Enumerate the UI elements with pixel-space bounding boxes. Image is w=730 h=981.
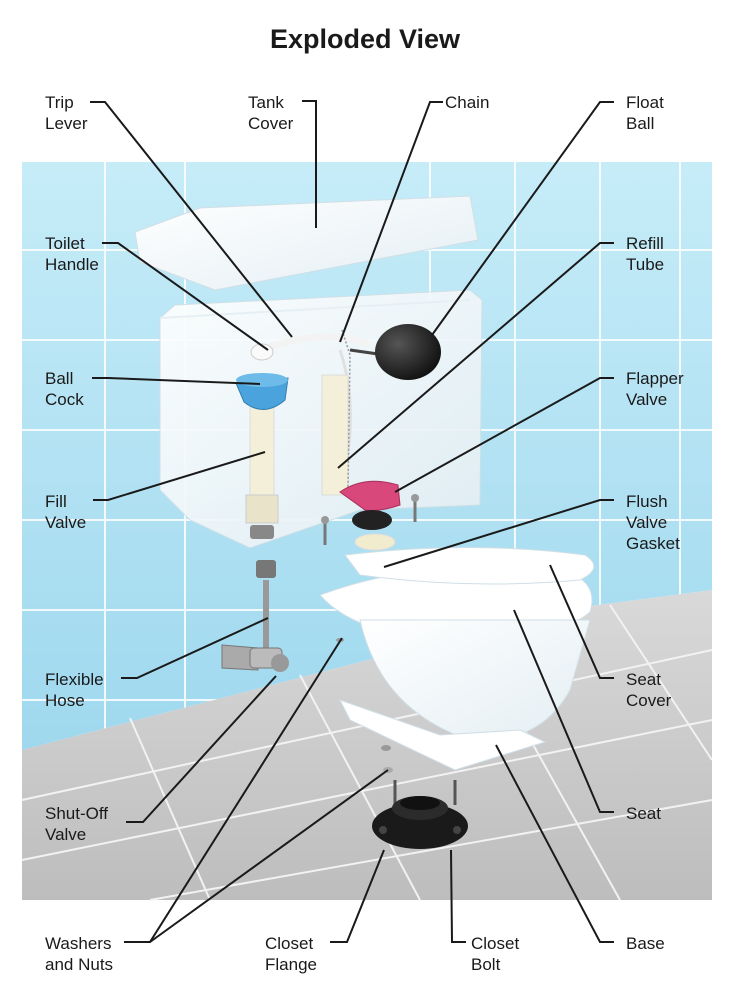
label-chain: Chain (445, 93, 490, 112)
float-ball (349, 324, 441, 380)
label-base: Base (626, 934, 665, 953)
label-seat: Seat (626, 804, 661, 823)
tank-bolts (321, 494, 419, 545)
toilet-bowl (319, 547, 595, 771)
leader-lines (90, 100, 614, 943)
flapper-valve (339, 480, 401, 551)
closet-flange (372, 780, 468, 849)
water-supply (221, 560, 289, 672)
fill-valve (245, 404, 279, 539)
page-title: Exploded View (269, 24, 461, 54)
trip-lever (250, 333, 372, 361)
tank-cover (134, 195, 479, 291)
chain (341, 329, 351, 491)
